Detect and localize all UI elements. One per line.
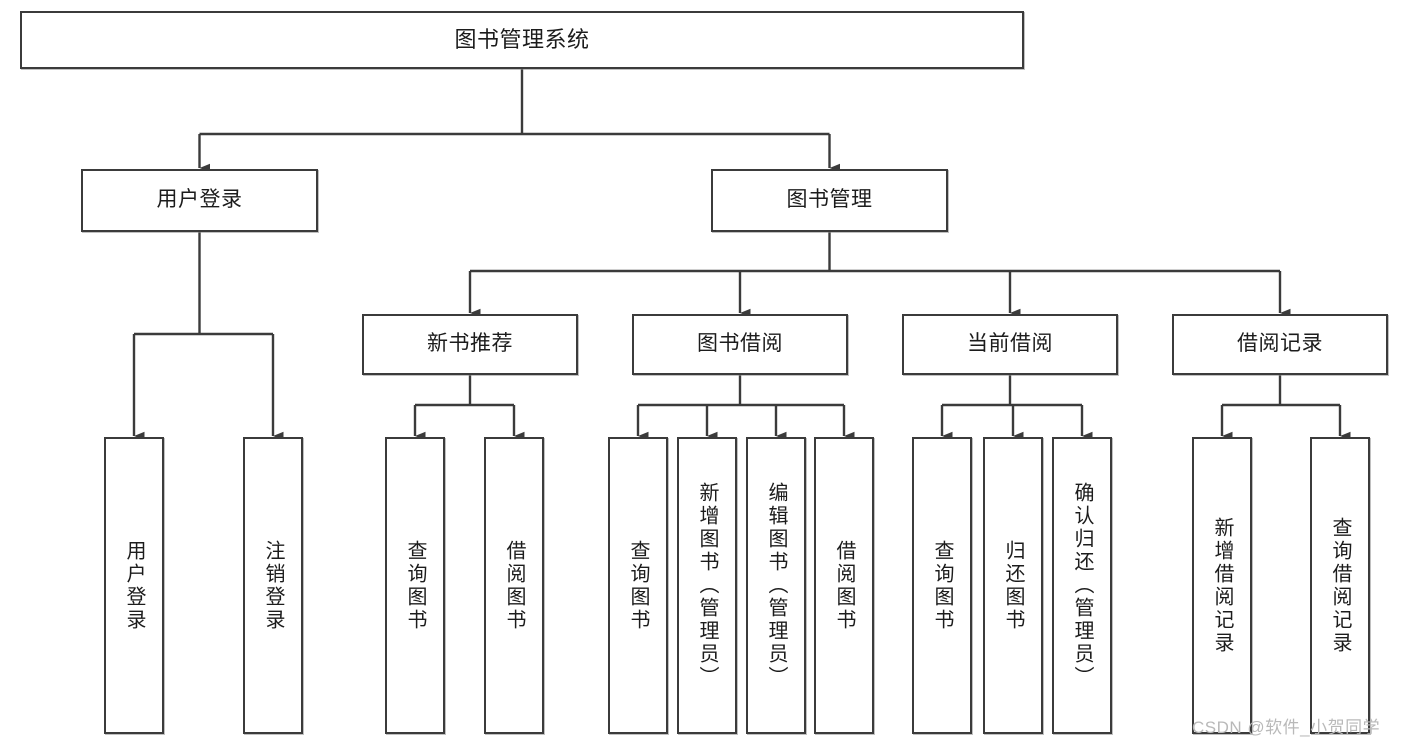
node-lf7[interactable]: 编辑图书（管理员） <box>746 437 806 734</box>
node-label: 借阅记录 <box>1237 332 1323 356</box>
node-label: 注销登录 <box>262 539 284 632</box>
node-root[interactable]: 图书管理系统 <box>20 11 1024 69</box>
node-label: 图书管理系统 <box>454 27 590 53</box>
node-label: 图书管理 <box>786 188 873 212</box>
node-label: 新增借阅记录 <box>1211 516 1233 655</box>
node-label: 查询借阅记录 <box>1329 516 1351 655</box>
watermark-text: CSDN @软件_小贺同学 <box>1192 718 1381 737</box>
node-lf11[interactable]: 确认归还（管理员） <box>1052 437 1112 734</box>
node-label: 新增图书（管理员） <box>696 482 718 689</box>
node-lf1[interactable]: 用户登录 <box>104 437 164 734</box>
node-label: 新书推荐 <box>427 332 513 356</box>
node-l2b[interactable]: 图书借阅 <box>632 314 848 375</box>
node-lf3[interactable]: 查询图书 <box>385 437 445 734</box>
node-l1b[interactable]: 图书管理 <box>711 169 948 232</box>
node-l2a[interactable]: 新书推荐 <box>362 314 578 375</box>
node-label: 归还图书 <box>1002 539 1024 632</box>
node-label: 确认归还（管理员） <box>1071 482 1093 689</box>
node-label: 借阅图书 <box>503 539 525 632</box>
node-lf4[interactable]: 借阅图书 <box>484 437 544 734</box>
node-lf6[interactable]: 新增图书（管理员） <box>677 437 737 734</box>
node-label: 查询图书 <box>931 539 953 632</box>
node-lf13[interactable]: 查询借阅记录 <box>1310 437 1370 734</box>
node-l1a[interactable]: 用户登录 <box>81 169 318 232</box>
node-lf12[interactable]: 新增借阅记录 <box>1192 437 1252 734</box>
node-label: 编辑图书（管理员） <box>765 482 787 689</box>
node-l2c[interactable]: 当前借阅 <box>902 314 1118 375</box>
node-label: 当前借阅 <box>967 332 1053 356</box>
node-lf10[interactable]: 归还图书 <box>983 437 1043 734</box>
node-label: 借阅图书 <box>833 539 855 632</box>
node-lf5[interactable]: 查询图书 <box>608 437 668 734</box>
node-label: 用户登录 <box>156 188 243 212</box>
node-lf9[interactable]: 查询图书 <box>912 437 972 734</box>
node-lf2[interactable]: 注销登录 <box>243 437 303 734</box>
node-l2d[interactable]: 借阅记录 <box>1172 314 1388 375</box>
node-label: 查询图书 <box>404 539 426 632</box>
node-lf8[interactable]: 借阅图书 <box>814 437 874 734</box>
node-label: 用户登录 <box>123 539 145 632</box>
node-label: 查询图书 <box>627 539 649 632</box>
node-label: 图书借阅 <box>697 332 783 356</box>
